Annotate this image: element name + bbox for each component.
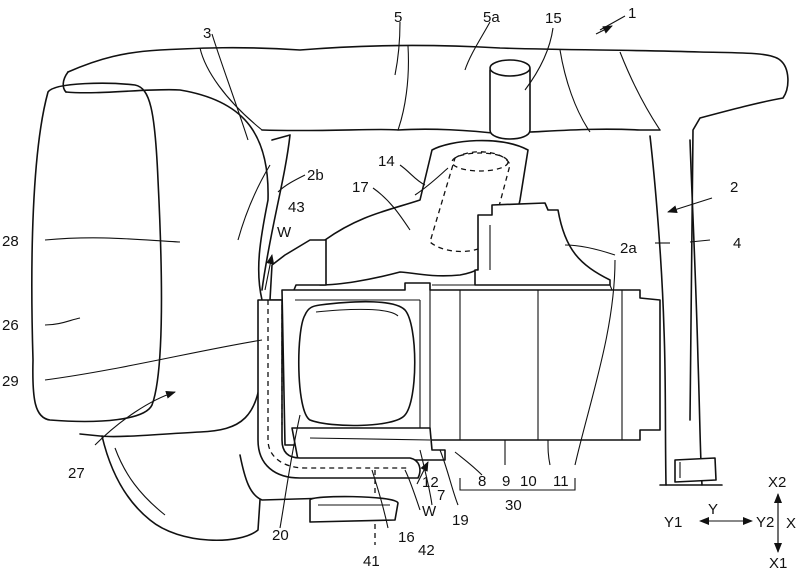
label-20: 20 xyxy=(272,527,289,544)
label-27: 27 xyxy=(68,465,85,482)
label-17: 17 xyxy=(352,179,369,196)
label-28: 28 xyxy=(2,233,19,250)
axis-x: X xyxy=(786,515,796,532)
component-11 xyxy=(474,202,611,286)
lower-plate-12 xyxy=(291,427,446,461)
axis-x2: X2 xyxy=(768,474,786,491)
label-42: 42 xyxy=(418,542,435,559)
label-5a: 5a xyxy=(483,9,500,26)
axis-indicator xyxy=(699,493,782,553)
label-11: 11 xyxy=(553,473,569,490)
label-15: 15 xyxy=(545,10,562,27)
battery-unit-30 xyxy=(281,282,661,446)
cell-20 xyxy=(297,300,416,427)
axis-labels: X2 Y Y1 Y2 X X1 xyxy=(664,474,796,572)
label-16: 16 xyxy=(398,529,415,546)
arrows xyxy=(94,25,713,485)
label-19: 19 xyxy=(452,512,469,529)
axis-y2: Y2 xyxy=(756,514,774,531)
axis-x1: X1 xyxy=(769,555,787,572)
leader-lines xyxy=(44,15,711,529)
label-8: 8 xyxy=(478,473,486,490)
front-body-27 xyxy=(65,88,331,542)
side-member-4 xyxy=(649,135,723,486)
label-10: 10 xyxy=(520,473,537,490)
label-29: 29 xyxy=(2,373,19,390)
wheel-26 xyxy=(31,82,163,423)
label-W-upper: W xyxy=(277,224,292,241)
air-duct-41 xyxy=(257,299,421,545)
label-1: 1 xyxy=(628,5,636,22)
axis-y: Y xyxy=(708,501,718,518)
label-W-lower: W xyxy=(422,503,437,520)
member-3 xyxy=(237,134,291,291)
label-9: 9 xyxy=(502,473,510,490)
axis-y1: Y1 xyxy=(664,514,682,531)
label-5: 5 xyxy=(394,9,402,26)
label-3: 3 xyxy=(203,25,211,42)
reference-labels: 1 5 5a 15 3 2b 14 17 2 43 W 2a 4 28 26 2… xyxy=(2,5,741,570)
label-26: 26 xyxy=(2,317,19,334)
label-4: 4 xyxy=(733,235,741,252)
label-41: 41 xyxy=(363,553,380,570)
label-2: 2 xyxy=(730,179,738,196)
label-30: 30 xyxy=(505,497,522,514)
label-14: 14 xyxy=(378,153,395,170)
component-15 xyxy=(489,59,531,140)
label-43: 43 xyxy=(288,199,305,216)
label-2a: 2a xyxy=(620,240,637,257)
bracket-43 xyxy=(269,239,327,301)
label-12: 12 xyxy=(422,474,439,491)
label-7: 7 xyxy=(437,487,445,504)
vehicle-body-panel xyxy=(62,44,789,421)
label-2b: 2b xyxy=(307,167,324,184)
